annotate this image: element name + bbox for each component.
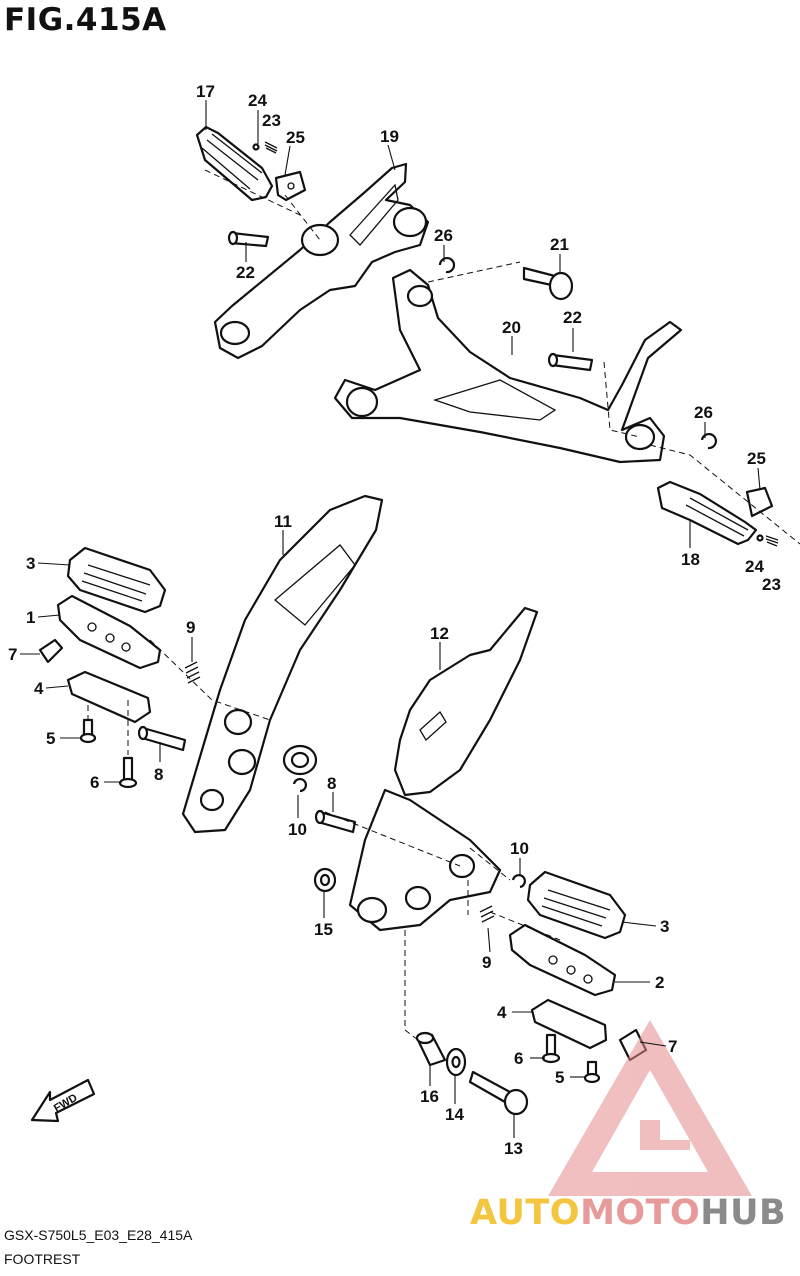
e-ring-26-upper bbox=[438, 256, 456, 274]
callout-1: 1 bbox=[26, 608, 35, 627]
callout-24: 24 bbox=[745, 557, 764, 576]
rear-footrest-bracket-20 bbox=[333, 268, 683, 464]
e-ring-26-right bbox=[700, 433, 717, 450]
rear-footrest-17 bbox=[195, 125, 274, 202]
callout-16: 16 bbox=[420, 1087, 439, 1106]
callout-6: 6 bbox=[514, 1049, 523, 1068]
front-footrest-right-group bbox=[313, 606, 648, 1116]
rider-footrest-3-left bbox=[66, 546, 167, 614]
front-footrest-left-group bbox=[38, 494, 384, 834]
callout-7: 7 bbox=[8, 645, 17, 664]
callout-4: 4 bbox=[497, 1003, 507, 1022]
callout-22: 22 bbox=[236, 263, 255, 282]
watermark-part-hub: HUB bbox=[700, 1193, 787, 1233]
callout-15: 15 bbox=[314, 920, 333, 939]
callout-9: 9 bbox=[482, 953, 491, 972]
callout-17: 17 bbox=[196, 82, 215, 101]
forward-direction-arrow: FWD bbox=[30, 1078, 96, 1123]
callout-2: 2 bbox=[655, 973, 664, 992]
rear-footrest-bracket-20-group bbox=[333, 261, 800, 547]
rear-footrest-18 bbox=[656, 480, 758, 546]
figure-name: FOOTREST bbox=[4, 1251, 81, 1267]
rubber-4-left bbox=[66, 670, 152, 724]
callout-4: 4 bbox=[34, 679, 44, 698]
callout-11: 11 bbox=[274, 512, 292, 531]
ball-24-upper bbox=[252, 143, 260, 151]
watermark-text: AUTOMOTOHUB bbox=[470, 1193, 786, 1233]
watermark-part-moto: MOTO bbox=[580, 1193, 701, 1233]
rear-footrest-bracket-19 bbox=[213, 162, 430, 360]
callout-8: 8 bbox=[327, 774, 336, 793]
callout-7: 7 bbox=[668, 1037, 677, 1056]
callout-25: 25 bbox=[286, 128, 305, 147]
watermark-part-auto: AUTO bbox=[470, 1193, 581, 1233]
callout-24: 24 bbox=[248, 91, 267, 110]
callout-19: 19 bbox=[380, 127, 399, 146]
callout-5: 5 bbox=[46, 729, 55, 748]
heel-guard-12 bbox=[393, 606, 539, 797]
ball-24-right bbox=[756, 534, 764, 542]
rider-footrest-1-left bbox=[56, 594, 162, 670]
callout-8: 8 bbox=[154, 765, 163, 784]
fwd-arrow-icon bbox=[30, 1078, 96, 1123]
callout-9: 9 bbox=[186, 618, 195, 637]
callout-26: 26 bbox=[694, 403, 713, 422]
callout-22: 22 bbox=[563, 308, 582, 327]
callout-18: 18 bbox=[681, 550, 700, 569]
pin-8-left bbox=[140, 726, 187, 752]
spring-9-right bbox=[479, 905, 495, 923]
leader-lines bbox=[20, 100, 761, 1138]
callout-25: 25 bbox=[747, 449, 766, 468]
callout-10: 10 bbox=[510, 839, 529, 858]
figure-title: FIG.415A bbox=[4, 2, 167, 38]
bolt-13 bbox=[468, 1070, 512, 1104]
e-ring-10-right bbox=[511, 874, 526, 889]
callout-3: 3 bbox=[660, 917, 669, 936]
front-footrest-bracket-right bbox=[348, 788, 502, 932]
callout-3: 3 bbox=[26, 554, 35, 573]
callout-13: 13 bbox=[504, 1139, 523, 1158]
plate-25-upper bbox=[274, 170, 307, 202]
callout-10: 10 bbox=[288, 820, 307, 839]
rider-footrest-2-right bbox=[508, 923, 617, 997]
watermark-triangle-icon bbox=[548, 1020, 752, 1196]
callout-labels: 17 24 23 25 19 22 26 21 20 22 26 25 18 2… bbox=[8, 82, 781, 1158]
callout-12: 12 bbox=[430, 624, 449, 643]
fwd-label: FWD bbox=[52, 1092, 80, 1115]
callout-14: 14 bbox=[445, 1105, 464, 1124]
spring-23-upper bbox=[264, 141, 278, 154]
rear-footrest-left-group bbox=[195, 125, 456, 360]
callout-23: 23 bbox=[262, 111, 281, 130]
bolt-7-left bbox=[38, 638, 64, 664]
plate-25-right bbox=[745, 486, 774, 518]
e-ring-10-left bbox=[292, 777, 307, 793]
pin-22-right bbox=[550, 353, 594, 372]
callout-26: 26 bbox=[434, 226, 453, 245]
watermark-logo bbox=[548, 1020, 752, 1196]
spring-23-right bbox=[765, 535, 779, 547]
callout-23: 23 bbox=[762, 575, 781, 594]
callout-21: 21 bbox=[550, 235, 569, 254]
callout-6: 6 bbox=[90, 773, 99, 792]
rider-footrest-3-right bbox=[526, 870, 627, 940]
spring-9-left bbox=[184, 661, 201, 684]
front-footrest-bracket-11 bbox=[181, 494, 384, 834]
rubber-4-right bbox=[530, 998, 608, 1050]
figure-code: GSX-S750L5_E03_E28_415A bbox=[4, 1227, 193, 1243]
callout-20: 20 bbox=[502, 318, 521, 337]
callout-5: 5 bbox=[555, 1068, 564, 1087]
